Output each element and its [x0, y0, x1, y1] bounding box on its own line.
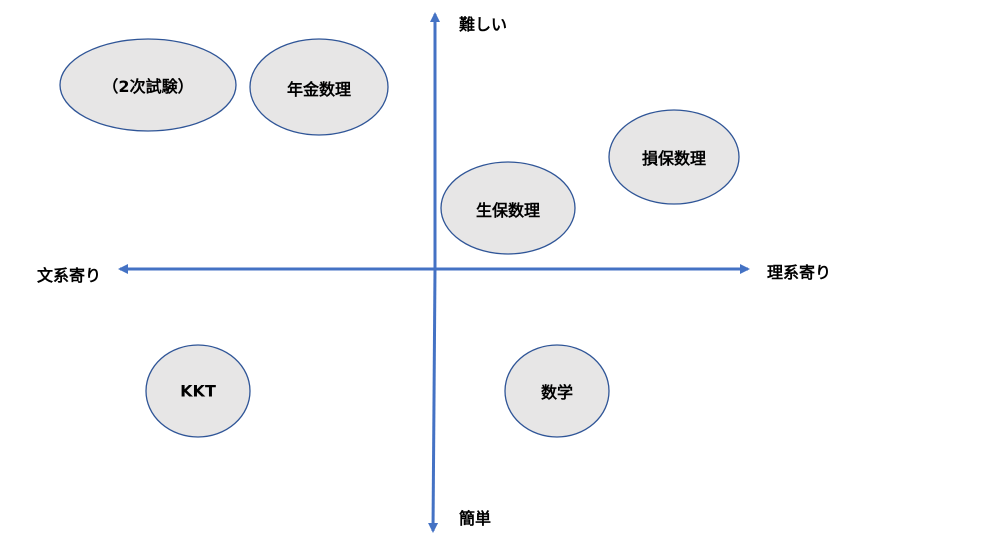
ellipse-suugaku [504, 344, 610, 438]
label-sonpo-suuri: 損保数理 [641, 149, 707, 168]
ellipse-niji-shiken [59, 38, 237, 132]
axis-label-difficult: 難しい [459, 15, 508, 34]
axis-label-humanities: 文系寄り [37, 266, 102, 285]
label-seiho-suuri: 生保数理 [475, 201, 541, 220]
ellipse-seiho-suuri [440, 161, 576, 255]
label-nenkin-suuri: 年金数理 [286, 80, 352, 99]
label-suugaku: 数学 [540, 383, 574, 402]
axis-label-easy: 簡単 [459, 509, 492, 528]
axis-label-science: 理系寄り [767, 263, 832, 282]
label-niji-shiken: （2次試験） [102, 77, 194, 96]
ellipse-nenkin-suuri [249, 38, 389, 136]
ellipse-sonpo-suuri [608, 109, 740, 205]
vertical-axis-bottom [428, 268, 439, 533]
ellipse-kkt [145, 344, 251, 438]
label-kkt: KKT [180, 381, 216, 401]
